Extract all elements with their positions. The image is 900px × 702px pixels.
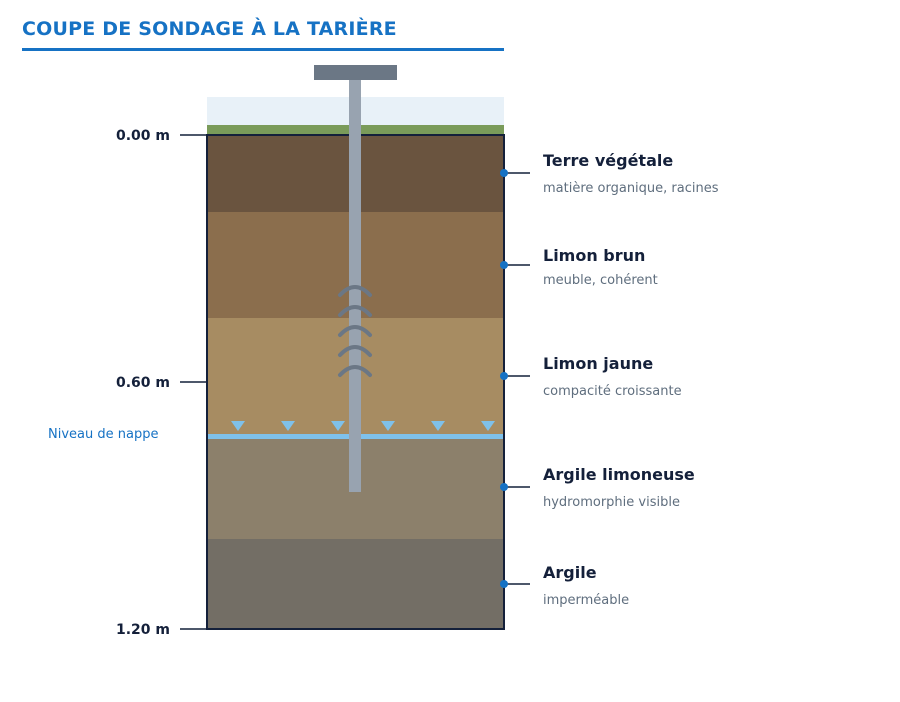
water-marker-icon <box>381 421 395 431</box>
layer-name: Argile limoneuse <box>543 465 695 484</box>
water-table-label: Niveau de nappe <box>48 427 158 442</box>
leader-dot <box>500 261 508 269</box>
auger-handle <box>314 65 397 80</box>
depth-label: 1.20 m <box>116 622 170 638</box>
auger-flight <box>338 365 372 377</box>
depth-label: 0.00 m <box>116 128 170 144</box>
auger-flight <box>338 305 372 317</box>
depth-label: 0.60 m <box>116 375 170 391</box>
layer-description: hydromorphie visible <box>543 495 680 510</box>
leader-dot <box>500 169 508 177</box>
auger-flight <box>338 285 372 297</box>
title-underline <box>22 48 504 51</box>
water-marker-icon <box>281 421 295 431</box>
leader-dot <box>500 580 508 588</box>
leader-dot <box>500 483 508 491</box>
auger-flight <box>338 345 372 357</box>
water-marker-icon <box>481 421 495 431</box>
water-marker-icon <box>431 421 445 431</box>
layer-description: matière organique, racines <box>543 181 719 196</box>
layer-description: imperméable <box>543 593 629 608</box>
layer-description: compacité croissante <box>543 384 682 399</box>
layer-name: Limon jaune <box>543 354 653 373</box>
water-table-markers <box>231 421 495 431</box>
layer-name: Limon brun <box>543 246 645 265</box>
diagram-title: COUPE DE SONDAGE À LA TARIÈRE <box>22 18 397 40</box>
water-marker-icon <box>231 421 245 431</box>
layer-description: meuble, cohérent <box>543 273 658 288</box>
water-marker-icon <box>331 421 345 431</box>
layer-name: Argile <box>543 563 597 582</box>
layer-name: Terre végétale <box>543 151 673 170</box>
layer-leaders <box>500 169 530 588</box>
auger-spiral <box>338 285 372 377</box>
layer-argile <box>207 539 504 629</box>
auger-flight <box>338 325 372 337</box>
leader-dot <box>500 372 508 380</box>
